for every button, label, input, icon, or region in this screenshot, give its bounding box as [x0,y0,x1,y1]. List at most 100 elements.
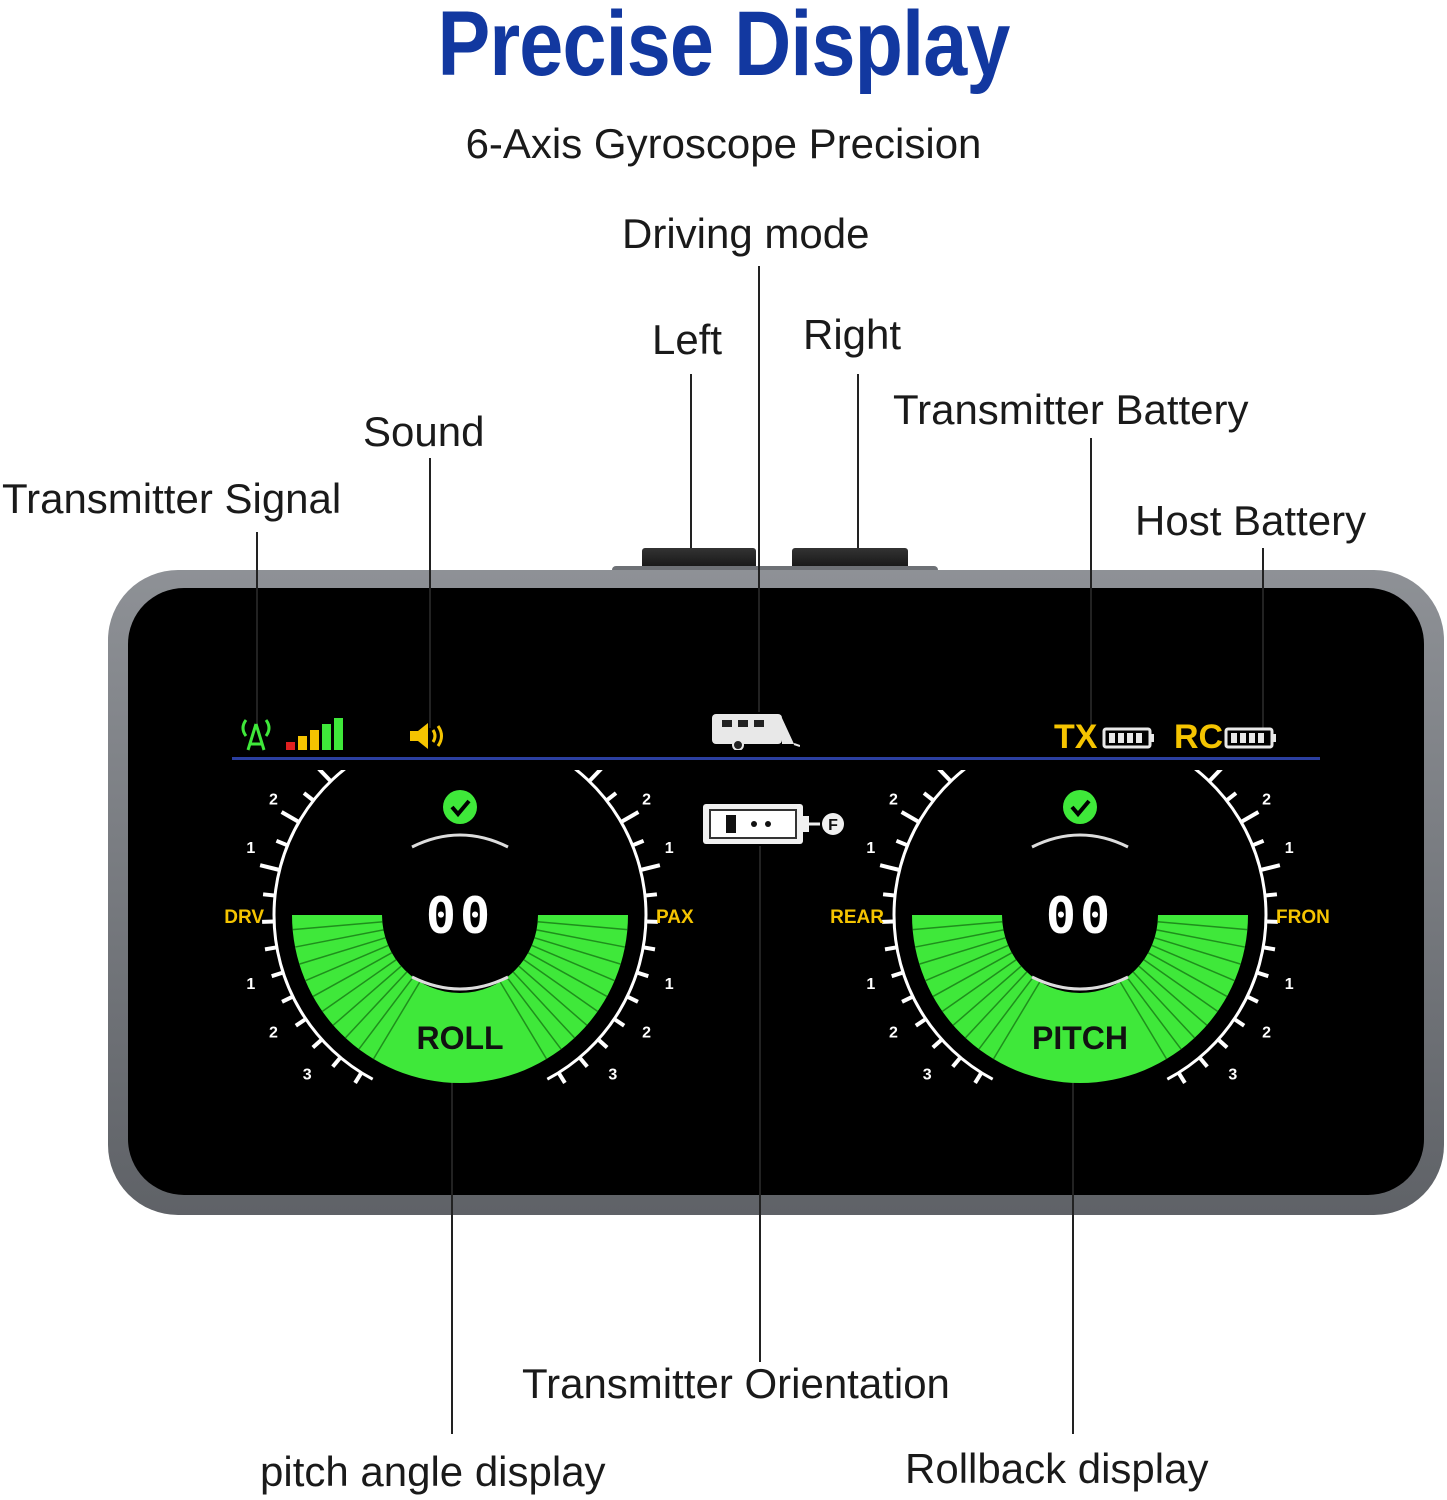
scale-tick [311,1037,324,1049]
gauge-segment [919,937,1006,965]
signal-bar [298,736,307,750]
scale-tick [259,863,281,872]
gauge-segment [506,976,562,1050]
gauge-segment [372,981,421,1060]
scale-tick [891,970,904,979]
scale-tick [931,1037,944,1049]
gauge-segment [978,976,1034,1050]
scale-tick [900,810,920,824]
scale-arc [272,770,374,1081]
leader-transmitter-signal [256,532,258,728]
gauge-segment [932,952,1013,998]
scale-tick [937,770,953,783]
gauge-segment [534,937,621,965]
check-mark [450,799,471,818]
leader-right [857,374,859,548]
scale-tick [1225,791,1238,803]
rv-trailer-icon [712,714,800,750]
gauge-value: 00 [426,887,494,945]
scale-tick [1262,945,1276,952]
scale-number: 1 [1285,840,1294,857]
scale-tick [1240,810,1260,824]
signal-bar [322,724,331,750]
scale-tick [644,892,658,898]
scale-number: 2 [642,1025,651,1042]
callout-transmitter-battery: Transmitter Battery [893,386,1249,433]
scale-tick [884,945,898,952]
pitch-gauge: 1122334411223344REARFRONT00PITCH [830,770,1330,1084]
scale-number: 1 [246,840,255,857]
scale-tick [556,1071,567,1084]
scale-tick [639,863,661,872]
scale-tick [642,945,656,952]
scale-tick [294,1017,307,1028]
leader-sound [429,458,431,728]
scale-number: 3 [608,1066,617,1083]
gauge-segment [312,952,393,998]
gauge-segment [305,944,389,982]
scale-number: 2 [1262,1025,1271,1042]
scale-number: 3 [923,1066,932,1083]
gauge-segment [1151,944,1235,982]
scale-tick [1264,892,1278,898]
speaker-icon [410,723,443,749]
gauge-segment [332,965,402,1026]
gauge-left-label: DRV [224,907,264,928]
leader-rollback-display [1072,1078,1074,1434]
scale-tick [636,970,649,979]
scale-tick [1233,1017,1246,1028]
callout-rollback-display: Rollback display [905,1445,1209,1492]
signal-bar [334,718,343,750]
gauge-segment [537,921,628,931]
callout-pitch-angle-display: pitch angle display [260,1448,606,1495]
scale-tick [879,863,901,872]
signal-bar [310,730,319,750]
scale-tick [317,770,333,783]
lower-arc [1031,975,1129,991]
gauge-segment [1143,959,1219,1012]
upper-arc [411,833,509,849]
gauge-segment [518,965,588,1026]
scale-tick [1207,770,1223,783]
scale-arc [546,770,648,1081]
scale-number: 1 [866,976,875,993]
gauge-fill [292,915,628,1083]
leader-transmitter-battery [1090,438,1092,730]
scale-tick [895,838,909,848]
gauge-segment [536,929,626,948]
scale-tick [1216,1037,1229,1049]
scale-tick [587,770,603,783]
callout-host-battery: Host Battery [1135,497,1367,544]
page-subtitle: 6-Axis Gyroscope Precision [465,120,982,167]
scale-arc [892,770,994,1081]
gauge-segment [512,971,576,1039]
gauge-segment [992,981,1041,1060]
scale-number: 1 [1285,976,1294,993]
scale-tick [922,791,935,803]
scale-tick [275,838,289,848]
gauge-segment [1126,976,1182,1050]
gauge-segment [358,976,414,1050]
scale-number: 1 [665,840,674,857]
scale-tick [1246,994,1259,1004]
gauge-segment [941,959,1017,1012]
scale-number: 2 [269,791,278,808]
gauge-right-label: FRONT [1276,907,1330,928]
gauge-segment [912,921,1003,931]
scale-number: 1 [246,976,255,993]
scale-number: 3 [1228,1066,1237,1083]
check-mark [1070,799,1091,818]
scale-tick [271,970,284,979]
scale-tick [882,892,896,898]
scale-number: 2 [642,791,651,808]
gauge-segment [925,944,1009,982]
tx-label: TX [1054,718,1098,756]
gauge-segment [527,952,608,998]
scale-tick [264,945,278,952]
scale-tick [973,1071,984,1084]
gauge-segment [292,921,383,931]
gauge-name: PITCH [1032,1020,1128,1056]
scale-tick [262,892,276,898]
leader-driving-mode [758,266,760,712]
page-title: Precise Display [437,0,1010,95]
